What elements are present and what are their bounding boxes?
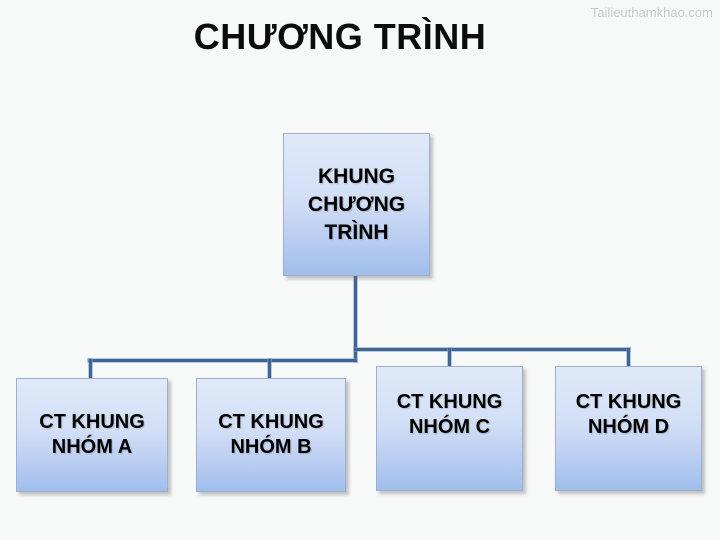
- org-node-group-b: CT KHUNG NHÓM B: [196, 378, 346, 492]
- slide-title: CHƯƠNG TRÌNH: [193, 16, 487, 57]
- org-node-root-label: KHUNG CHƯƠNG TRÌNH: [307, 164, 406, 244]
- connector-left-branch: [88, 359, 357, 362]
- connector-drop-node-d: [627, 348, 630, 366]
- connector-right-branch: [354, 348, 630, 351]
- org-node-group-d-label: CT KHUNG NHÓM D: [575, 390, 682, 438]
- connector-drop-node-a: [89, 359, 92, 378]
- connector-root-stem: [354, 276, 357, 362]
- watermark: Tailieuthamkhao.com: [590, 5, 713, 20]
- connector-drop-node-c: [448, 348, 451, 366]
- org-node-group-b-label: CT KHUNG NHÓM B: [218, 411, 324, 458]
- org-node-group-a-label: CT KHUNG NHÓM A: [39, 411, 145, 458]
- org-node-group-c: CT KHUNG NHÓM C: [376, 366, 523, 491]
- org-node-group-d: CT KHUNG NHÓM D: [555, 366, 702, 491]
- connector-drop-node-b: [268, 359, 271, 378]
- org-node-root: KHUNG CHƯƠNG TRÌNH: [283, 133, 430, 276]
- org-node-group-a: CT KHUNG NHÓM A: [16, 378, 168, 492]
- org-node-group-c-label: CT KHUNG NHÓM C: [396, 390, 503, 438]
